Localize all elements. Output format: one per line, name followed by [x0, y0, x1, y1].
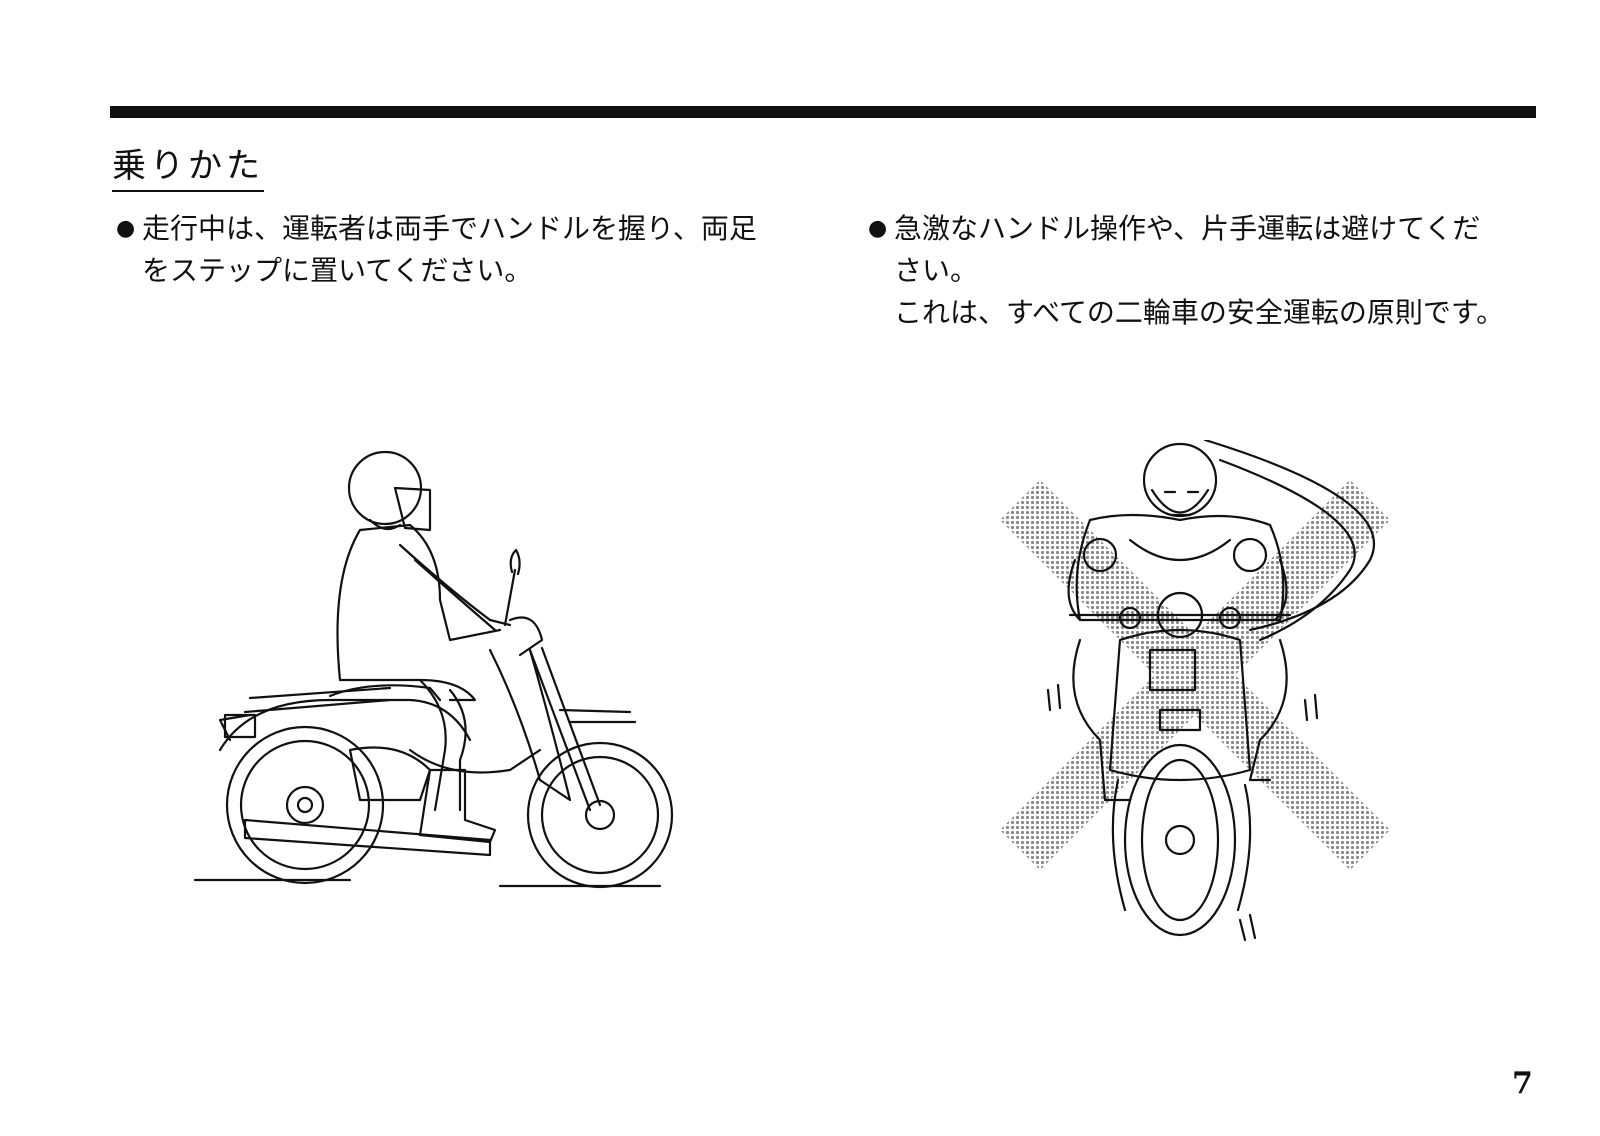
bullet-icon: ●	[116, 216, 136, 241]
bullet-line: さい。	[894, 254, 979, 287]
header-rule	[110, 106, 1536, 118]
incorrect-riding-illustration	[1000, 440, 1390, 942]
bullet-line: 急激なハンドル操作や、片手運転は避けてくだ	[894, 212, 1481, 245]
page-title: 乗りかた	[112, 146, 264, 192]
bullet-item-avoid-sudden: ● 急激なハンドル操作や、片手運転は避けてくだ さい。 これは、すべての二輪車の…	[868, 208, 1568, 334]
bullet-line: 走行中は、運転者は両手でハンドルを握り、両足	[142, 212, 757, 245]
bullet-icon: ●	[868, 216, 888, 241]
bullet-item-two-hands: ● 走行中は、運転者は両手でハンドルを握り、両足 をステップに置いてください。	[116, 208, 796, 292]
bullet-line: をステップに置いてください。	[142, 254, 533, 287]
correct-riding-illustration	[193, 450, 674, 889]
page-number: 7	[1512, 1066, 1533, 1101]
bullet-line: これは、すべての二輪車の安全運転の原則です。	[894, 296, 1505, 329]
